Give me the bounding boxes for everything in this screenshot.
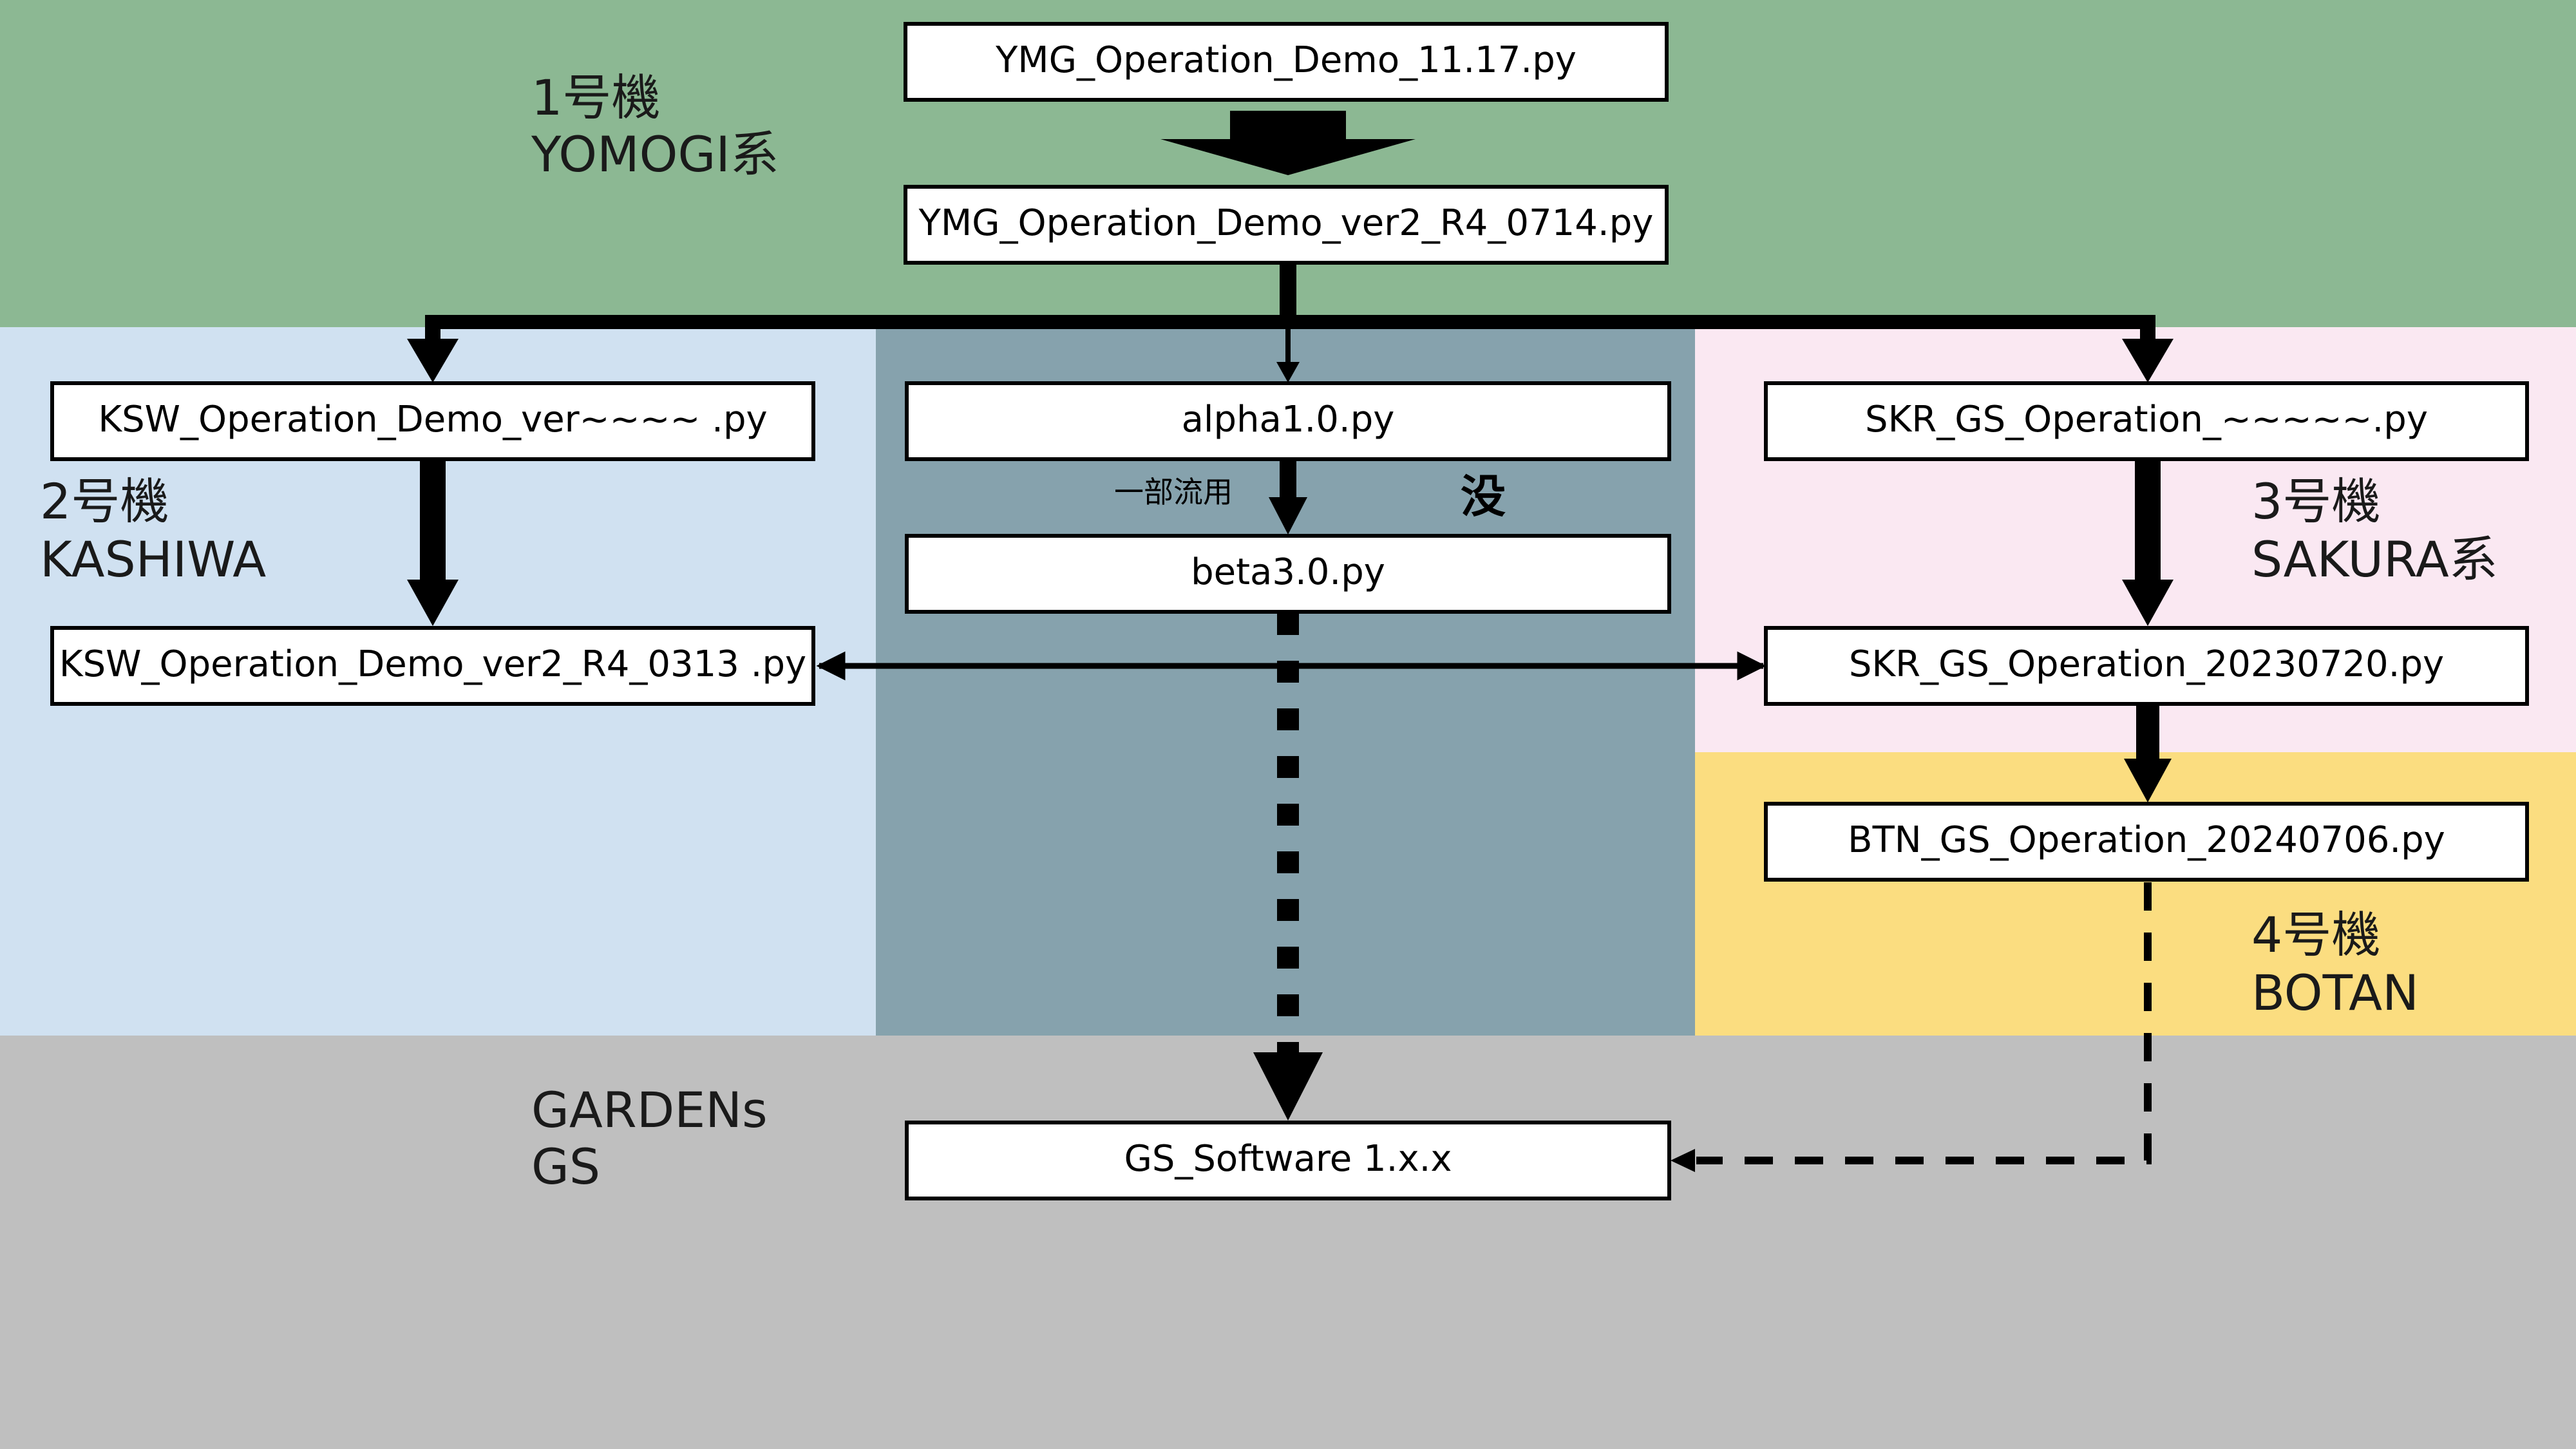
arrowhead-to-alpha bbox=[1276, 362, 1300, 383]
region-label-botan-unit: 4号機 bbox=[2251, 906, 2380, 963]
file-box-gs-software bbox=[905, 1121, 1671, 1200]
region-label-gardens-name: GARDENs bbox=[531, 1081, 768, 1139]
file-box-alpha bbox=[905, 381, 1671, 461]
file-box-beta bbox=[905, 534, 1671, 614]
region-label-kashiwa-name: KASHIWA bbox=[40, 531, 266, 588]
file-label-ymg-demo: YMG_Operation_Demo_11.17.py bbox=[995, 39, 1577, 81]
region-label-yomogi-unit: 1号機 bbox=[531, 69, 660, 126]
file-label-btn-2024: BTN_GS_Operation_20240706.py bbox=[1848, 819, 2445, 861]
partial-reuse-note: 一部流用 bbox=[1114, 475, 1233, 509]
skr-2023-to-btn-arrowhead bbox=[2124, 759, 2172, 802]
file-label-ymg-ver2: YMG_Operation_Demo_ver2_R4_0714.py bbox=[918, 202, 1654, 244]
file-label-ksw-ver2: KSW_Operation_Demo_ver2_R4_0313 .py bbox=[59, 643, 806, 685]
arrowhead-to-skr bbox=[2122, 339, 2174, 383]
file-box-skr-2023 bbox=[1764, 626, 2529, 706]
region-label-yomogi-name: YOMOGI系 bbox=[531, 126, 779, 183]
file-box-ymg-ver2 bbox=[904, 185, 1669, 265]
file-label-alpha: alpha1.0.py bbox=[1182, 399, 1395, 440]
file-box-btn-2024 bbox=[1764, 802, 2529, 882]
file-label-skr-2023: SKR_GS_Operation_20230720.py bbox=[1849, 643, 2444, 685]
abandoned-mark: 没 bbox=[1461, 470, 1506, 523]
file-box-ymg-demo bbox=[904, 22, 1669, 102]
big-down-arrow bbox=[1160, 111, 1416, 175]
region-label-sakura-name: SAKURA系 bbox=[2251, 531, 2498, 588]
ksw-ver-to-ksw-ver2-arrowhead bbox=[407, 580, 459, 626]
file-box-ksw-ver bbox=[50, 381, 815, 461]
beta-to-gs-arrowhead bbox=[1253, 1052, 1323, 1121]
region-label-sakura-unit: 3号機 bbox=[2251, 473, 2380, 530]
alpha-to-beta-arrowhead bbox=[1269, 497, 1307, 535]
btn-to-gs-arrowhead bbox=[1671, 1149, 1695, 1172]
file-label-gs-software: GS_Software 1.x.x bbox=[1124, 1138, 1452, 1180]
region-label-kashiwa-unit: 2号機 bbox=[40, 473, 169, 530]
file-box-ksw-ver2 bbox=[50, 626, 815, 706]
region-label-gardens-type: GS bbox=[531, 1138, 600, 1195]
btn-to-gs-dashed-line bbox=[1696, 882, 2152, 1164]
file-box-skr-ver bbox=[1764, 381, 2529, 461]
file-label-beta: beta3.0.py bbox=[1191, 551, 1385, 593]
region-label-botan-name: BOTAN bbox=[2251, 964, 2419, 1021]
skr-ver-to-skr-2023-arrowhead bbox=[2122, 580, 2174, 626]
arrowhead-to-ksw bbox=[407, 339, 459, 383]
file-label-skr-ver: SKR_GS_Operation_~~~~~.py bbox=[1865, 399, 2428, 440]
region-botan-bg bbox=[1695, 752, 2576, 1036]
file-label-ksw-ver: KSW_Operation_Demo_ver~~~~ .py bbox=[98, 399, 767, 440]
